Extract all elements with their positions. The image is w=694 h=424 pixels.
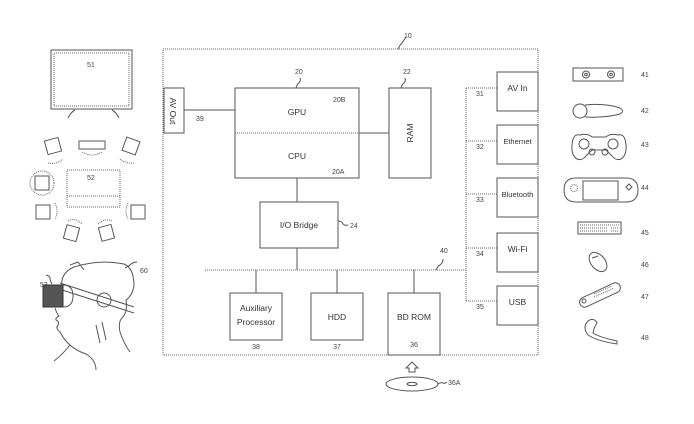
hdd-ref: 37 [333,344,341,351]
insert-arrow-icon [404,361,420,373]
interface-block [496,285,539,326]
disc-icon [385,376,439,392]
user-leader [124,261,138,269]
interface-ref: 35 [476,304,484,311]
system-ref: 10 [404,33,412,40]
gamepad-icon [571,133,627,161]
keyboard-icon [577,221,622,235]
camera-icon [572,67,624,82]
bd-rom-block [387,292,441,356]
hmd-ref: 53 [40,282,48,289]
aux-label-2: Processor [237,317,275,327]
tv-ref: 51 [87,62,95,69]
aux-processor-block [229,292,283,341]
io-bridge-label: I/O Bridge [280,220,319,230]
user-ref: 60 [140,268,148,275]
interface-label: USB [509,297,527,307]
hdd-block [310,292,364,341]
gpu-label: GPU [288,107,306,117]
interface-ethernet: Ethernet 32 [466,124,539,165]
interface-label: AV In [507,83,527,93]
cpu-ref: 20A [332,169,345,176]
ram-label: RAM [405,124,415,143]
aux-ref: 38 [252,344,260,351]
disc-leader [437,381,448,385]
io-bridge-block [259,201,339,249]
surround-ref: 52 [87,175,95,182]
bus-leader [435,258,444,271]
interface-bluetooth: Bluetooth 33 [466,177,539,218]
interface-block [496,177,539,218]
bus-ref: 40 [440,248,448,255]
interface-label: Wi-Fi [508,244,528,254]
handheld-console-icon [563,177,639,203]
remote-control-ref: 47 [641,294,649,301]
aux-label-1: Auxiliary [240,303,273,313]
interface-block [496,232,539,273]
mouse-ref: 46 [641,262,649,269]
disc-hole [406,381,418,387]
hmd-leader [45,274,53,285]
ram-ref: 22 [403,69,411,76]
disc-ref: 36A [448,380,461,387]
interface-ref: 31 [476,91,484,98]
interface-block [496,71,539,112]
processor-ref: 20 [295,69,303,76]
interface-usb: USB 35 [466,285,539,326]
keyboard-ref: 45 [641,230,649,237]
interface-avin: AV In 31 [466,71,539,112]
hmd-user-icon [42,261,135,371]
peripheral-refs: 41 42 43 44 45 46 47 48 [641,72,649,342]
headset-ref: 48 [641,335,649,342]
io-bridge-leader [337,220,349,226]
av-out-label: AV Out [168,98,178,125]
interface-ref: 34 [476,251,484,258]
interface-ref: 32 [476,144,484,151]
hdd-label: HDD [328,312,346,322]
system-leader [397,36,407,50]
motion-controller-icon [572,103,623,119]
television-icon [50,49,133,119]
motion-controller-ref: 42 [641,108,649,115]
bd-rom-label: BD ROM [397,312,431,322]
camera-ref: 41 [641,72,649,79]
remote-control-icon [579,282,621,308]
io-bridge-ref: 24 [350,223,358,230]
interface-label: Bluetooth [502,190,534,199]
interface-wifi: Wi-Fi 34 [466,232,539,273]
ram-block [388,87,432,179]
av-out-ref: 39 [196,116,204,123]
gpu-ref: 20B [333,97,346,104]
gamepad-ref: 43 [641,142,649,149]
ram-leader [400,77,406,89]
mouse-icon [588,251,608,273]
interface-ref: 33 [476,197,484,204]
processor-leader [295,77,301,89]
bd-rom-ref: 36 [410,342,418,349]
interface-block [496,124,539,165]
handheld-console-ref: 44 [641,185,649,192]
surround-sound-icon [29,136,146,243]
interface-label: Ethernet [503,137,532,146]
cpu-label: CPU [288,151,306,161]
headset-icon [584,318,618,345]
